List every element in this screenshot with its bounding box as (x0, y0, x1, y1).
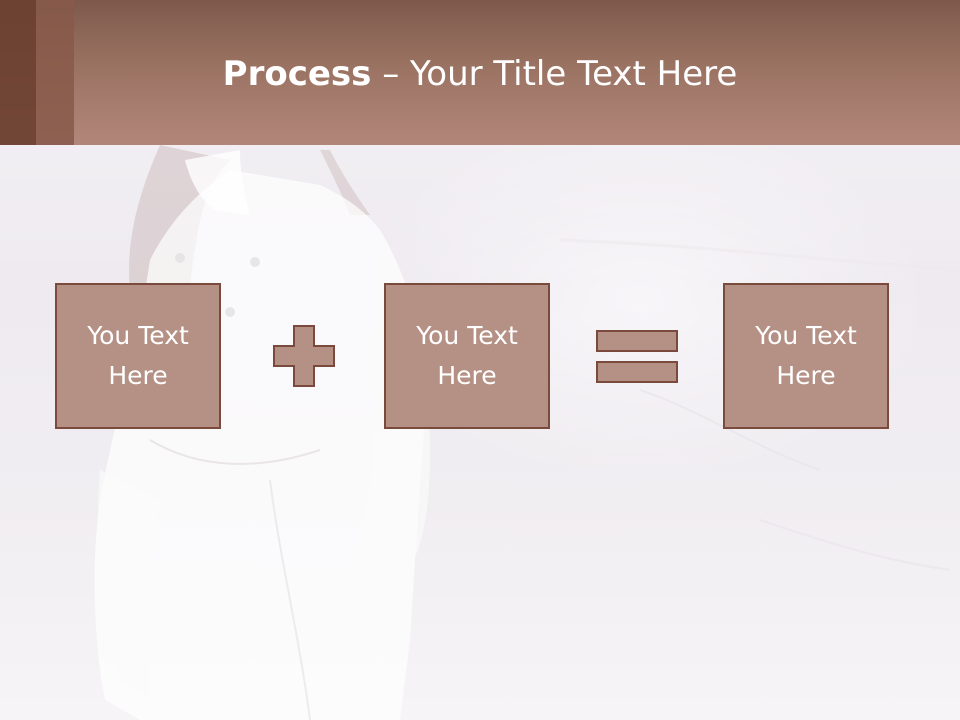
slide-title[interactable]: Process – Your Title Text Here (0, 50, 960, 98)
title-dash: – (371, 54, 411, 94)
title-rest: Your Title Text Here (410, 54, 738, 94)
plus-icon (273, 325, 335, 387)
accent-bar-light (36, 0, 74, 145)
process-box-2[interactable]: You Text Here (384, 283, 550, 429)
equals-icon (596, 330, 678, 383)
accent-bar-dark (0, 0, 36, 145)
title-bold: Process (222, 54, 372, 94)
process-box-1[interactable]: You Text Here (55, 283, 221, 429)
title-bar: Process – Your Title Text Here (0, 0, 960, 145)
process-box-3-text: You Text Here (755, 321, 857, 390)
process-box-2-text: You Text Here (416, 321, 518, 390)
process-box-1-text: You Text Here (87, 321, 189, 390)
process-box-3[interactable]: You Text Here (723, 283, 889, 429)
